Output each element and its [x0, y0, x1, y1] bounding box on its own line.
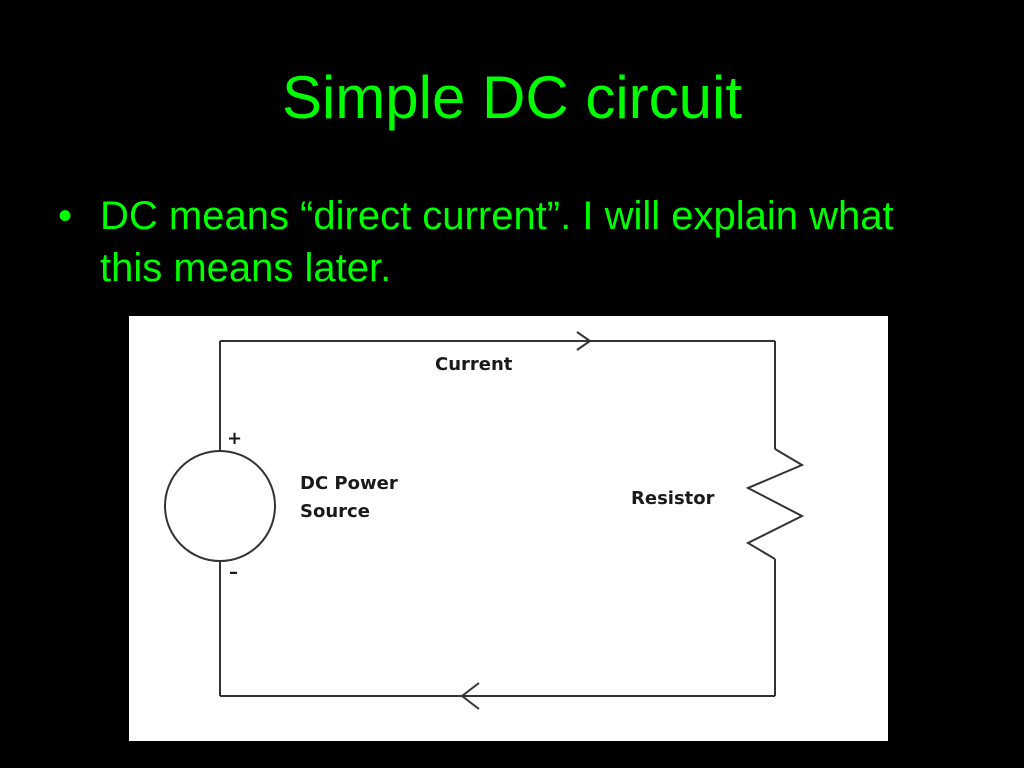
circuit-diagram: Current DC Power Source Resistor + – — [129, 316, 888, 741]
negative-terminal-label: – — [229, 562, 238, 583]
resistor-label: Resistor — [631, 488, 715, 509]
positive-terminal-label: + — [227, 428, 242, 449]
current-arrow-left-icon — [460, 682, 480, 710]
bullet-item: • DC means “direct current”. I will expl… — [58, 190, 938, 294]
current-label: Current — [435, 354, 513, 375]
dc-power-source-symbol — [164, 450, 276, 562]
power-source-label-line1: DC Power — [300, 473, 398, 494]
resistor-symbol — [745, 448, 805, 560]
slide-title: Simple DC circuit — [281, 64, 743, 131]
bullet-marker: • — [58, 194, 73, 238]
circuit-svg: Current DC Power Source Resistor + – — [164, 331, 805, 710]
bullet-list: • DC means “direct current”. I will expl… — [58, 190, 938, 294]
current-arrow-right-icon — [576, 331, 592, 351]
power-source-label-line2: Source — [300, 501, 370, 522]
bullet-text: DC means “direct current”. I will explai… — [100, 194, 894, 290]
